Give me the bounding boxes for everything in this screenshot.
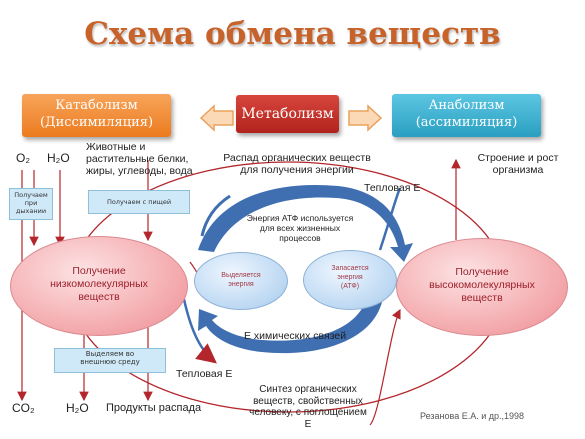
- high-mol-line-1: Получение: [455, 266, 509, 278]
- breakdown-label: Распад органических веществ для получени…: [208, 152, 386, 176]
- heat-bottom-arrow: [180, 289, 217, 364]
- metabolism-box: Метаболизм: [236, 95, 339, 133]
- foods-line-1: Животные и: [86, 141, 146, 153]
- breathing-line-3: дыхании: [15, 207, 47, 215]
- atp-use-line-3: процессов: [279, 233, 321, 243]
- stored-line-1: Запасается: [331, 265, 369, 272]
- structure-line-2: организма: [492, 164, 544, 176]
- page-title: Схема обмена веществ: [84, 16, 501, 52]
- released-line-2: энергия: [228, 281, 254, 288]
- synthesis-arrow: [369, 308, 401, 426]
- anabolism-label: Анаболизм: [428, 98, 505, 113]
- chem-bonds-label: Е химических связей: [244, 330, 347, 342]
- heat-bottom-label: Тепловая Е: [176, 368, 233, 380]
- anabolism-sublabel: (ассимиляция): [415, 115, 518, 130]
- foods-line-2: растительные белки,: [86, 153, 189, 165]
- co2-label: CO₂: [12, 401, 35, 415]
- chem-bond-arrow-icon: [198, 300, 382, 354]
- heat-top-label: Тепловая Е: [364, 182, 421, 194]
- left-block-arrow-icon: [199, 104, 234, 132]
- high-mol-line-2: высокомолекулярных: [429, 279, 535, 291]
- food-box: Получаем с пищей: [88, 190, 190, 214]
- high-molecular-ellipse: Получение высокомолекулярных веществ: [396, 238, 568, 336]
- catabolism-box: Катаболизм (Диссимиляция): [22, 94, 171, 137]
- atp-use-line-2: для всех жизненных: [259, 223, 341, 233]
- catabolism-label: Катаболизм: [55, 98, 138, 113]
- released-line-1: Выделяется: [221, 272, 261, 279]
- energy-stored-ellipse: Запасается энергия (АТФ): [303, 250, 397, 310]
- energy-released-ellipse: Выделяется энергия: [194, 252, 288, 310]
- excrete-line-1: Выделяем во: [85, 350, 135, 358]
- inner-left-arrow-icon: [200, 194, 231, 237]
- structure-label: Строение и рост организма: [468, 152, 568, 176]
- catabolism-sublabel: (Диссимиляция): [39, 115, 154, 130]
- heat-top-arrow: [378, 187, 402, 251]
- synthesis-label: Синтез органических веществ, свойственны…: [242, 384, 374, 430]
- foods-label: Животные и растительные белки, жиры, угл…: [86, 141, 193, 177]
- synthesis-line-4: Е: [304, 418, 312, 430]
- breakdown-line-1: Распад органических веществ: [223, 152, 371, 164]
- decay-label: Продукты распада: [106, 402, 202, 414]
- atp-use-label: Энергия АТФ используется для всех жизнен…: [230, 213, 370, 243]
- low-mol-line-2: низкомолекулярных: [50, 278, 148, 290]
- atp-use-arrow-icon: [198, 184, 413, 262]
- o2-label: O₂: [16, 151, 30, 165]
- structure-line-1: Строение и рост: [477, 152, 559, 164]
- stored-line-2: энергия: [337, 274, 363, 281]
- excrete-line-2: внешнюю среду: [80, 358, 140, 366]
- breakdown-line-2: для получения энергии: [240, 164, 354, 176]
- foods-line-3: жиры, углеводы, вода: [86, 165, 193, 177]
- breathing-line-2: при: [24, 199, 38, 207]
- synthesis-line-2: веществ, свойственных: [253, 395, 363, 407]
- h2o-label: H₂O: [47, 151, 70, 165]
- breathing-box: Получаем при дыхании: [9, 188, 53, 220]
- synthesis-line-3: человеку, с поглощением: [249, 407, 367, 418]
- low-mol-line-1: Получение: [72, 265, 126, 277]
- breathing-line-1: Получаем: [14, 191, 48, 199]
- anabolism-box: Анаболизм (ассимиляция): [392, 94, 541, 137]
- synthesis-line-1: Синтез органических: [259, 384, 357, 395]
- low-mol-line-3: веществ: [78, 291, 120, 303]
- credit-label: Резанова Е.А. и др.,1998: [420, 411, 525, 421]
- atp-use-line-1: Энергия АТФ используется: [246, 213, 354, 223]
- stored-line-3: (АТФ): [340, 283, 360, 290]
- high-mol-line-3: веществ: [461, 292, 503, 304]
- h2o-out-label: H₂O: [66, 401, 89, 415]
- excrete-box: Выделяем во внешнюю среду: [54, 348, 166, 373]
- low-molecular-ellipse: Получение низкомолекулярных веществ: [10, 236, 188, 336]
- right-block-arrow-icon: [348, 104, 383, 132]
